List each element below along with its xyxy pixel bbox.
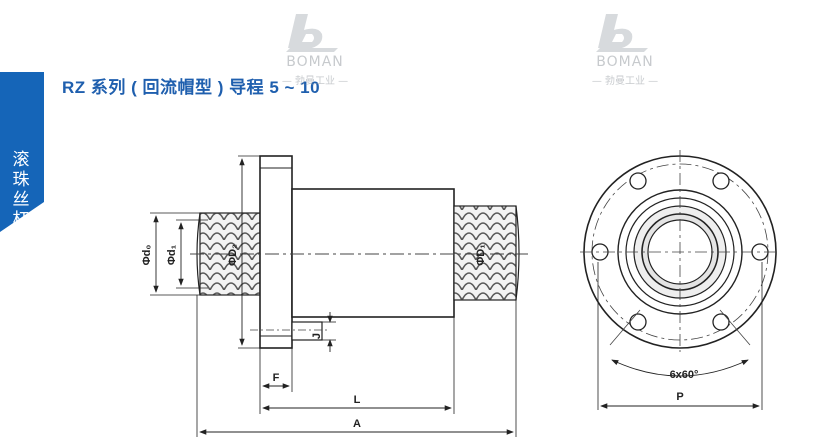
label-A: A bbox=[353, 418, 361, 430]
label-F: F bbox=[273, 372, 280, 384]
nut-flange bbox=[259, 155, 293, 349]
side-tab-shape bbox=[0, 72, 44, 232]
dim-D2 bbox=[238, 155, 260, 349]
boman-logo-icon bbox=[596, 14, 648, 52]
side-category-tab[interactable]: 滚 珠 丝 杠 bbox=[0, 72, 44, 232]
dim-d1 bbox=[176, 219, 208, 289]
label-J: J bbox=[311, 333, 323, 339]
watermark-brand: BOMAN bbox=[286, 54, 344, 70]
watermark-subtitle: — 勃曼工业 — bbox=[591, 76, 659, 87]
label-D2: ΦD₂ bbox=[227, 244, 239, 266]
dim-d0 bbox=[150, 212, 200, 296]
dim-J bbox=[322, 312, 336, 352]
label-L: L bbox=[354, 394, 361, 406]
watermark-brand: BOMAN bbox=[596, 54, 654, 70]
dim-L bbox=[259, 317, 455, 414]
label-D1: ΦD₁ bbox=[475, 244, 487, 266]
lube-port bbox=[291, 321, 323, 341]
label-d0: Φd₀ bbox=[141, 245, 153, 266]
dim-A bbox=[196, 295, 517, 437]
screw-shaft-right bbox=[453, 205, 520, 301]
boman-logo-icon bbox=[286, 14, 338, 52]
nut-body bbox=[291, 188, 455, 341]
dim-F bbox=[259, 340, 293, 392]
watermark-logo: BOMAN — 勃曼工业 — bbox=[260, 8, 370, 88]
watermark-logo: BOMAN — 勃曼工业 — bbox=[570, 8, 680, 88]
watermark-subtitle: — 勃曼工业 — bbox=[281, 76, 349, 87]
label-d1: Φd₁ bbox=[166, 244, 178, 265]
page-title: RZ 系列 ( 回流帽型 ) 导程 5 ~ 10 bbox=[62, 78, 321, 97]
side-tab-label: 滚 珠 丝 杠 bbox=[12, 150, 30, 229]
